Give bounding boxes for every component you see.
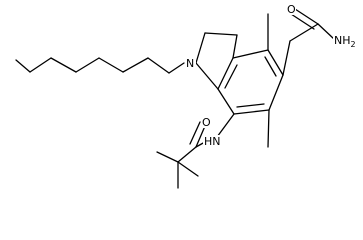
bond-c3a-c4 <box>232 49 269 59</box>
bond-octyl-7 <box>15 59 31 73</box>
bond-c7a-c3a-inner <box>224 64 238 89</box>
acetamide-oxygen-label: O <box>287 3 296 16</box>
bond-tbu-methyl-right <box>177 161 199 177</box>
bond-c5-c6 <box>268 74 284 111</box>
bond-c4-c5-inner <box>264 56 277 77</box>
bond-carbonyl-n <box>317 23 335 40</box>
atom-labels: N O NH2 HN O <box>185 3 358 148</box>
pivaloyl-oxygen-label: O <box>202 116 211 129</box>
bond-ch2-carbonyl <box>289 23 319 42</box>
bond-lines <box>15 8 335 189</box>
bond-octyl-5 <box>50 57 77 73</box>
bond-octyl-2 <box>122 57 149 73</box>
bond-tbu-methyl-left <box>156 151 179 163</box>
anilide-nh-label: HN <box>204 135 221 148</box>
bond-c6-methyl <box>267 109 270 148</box>
bond-n-c7a <box>195 62 219 90</box>
bond-piv-carbonyl-o-a <box>195 125 206 148</box>
bond-octyl-3 <box>98 57 124 73</box>
bond-n-octyl <box>168 62 185 74</box>
bond-c4-c5 <box>267 49 284 76</box>
bond-n-c2 <box>195 32 206 64</box>
bond-carbonyl-o-b <box>290 13 315 30</box>
bond-octyl-1 <box>147 57 170 74</box>
bond-c6-c7 <box>233 109 270 115</box>
bond-c5-ch2 <box>282 40 291 76</box>
bond-c3-c3a <box>232 34 238 59</box>
bond-piv-carbonyl-o-b <box>189 121 201 145</box>
bond-octyl-6 <box>29 57 52 73</box>
bond-carbonyl-o-a <box>294 8 319 25</box>
bond-c2-c3 <box>204 32 238 36</box>
ring-nitrogen-label: N <box>186 57 194 70</box>
bond-carbonyl-tbu <box>177 146 197 163</box>
bond-c7-nh <box>216 113 235 138</box>
bond-c6-c7-inner <box>236 103 265 108</box>
bond-c7a-c3a <box>217 57 234 90</box>
bond-octyl-4 <box>75 57 100 73</box>
molecule-structure: N O NH2 HN O <box>15 3 358 189</box>
bond-c7-c7a <box>217 88 235 115</box>
acetamide-nitrogen-label: NH2 <box>334 34 356 49</box>
